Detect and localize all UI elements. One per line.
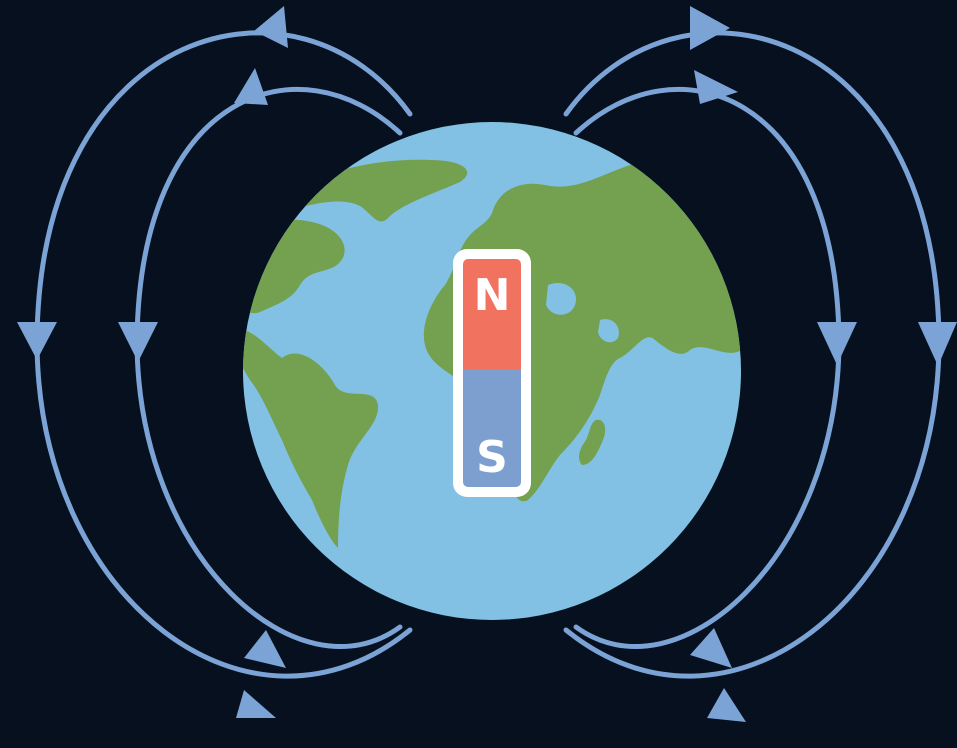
earth-ocean-gaps [546,282,619,343]
magnet-north-half [463,259,521,370]
magnet-north-label: N [474,270,511,321]
continent-madagascar [579,419,606,465]
arrow-icon [118,322,158,362]
continent-south-america [243,329,379,548]
arrow-icon [234,68,268,105]
arrow-icon [690,628,732,668]
arrow-icon [817,322,857,365]
arrow-icon [236,690,276,718]
magnet-south-half [463,370,521,487]
arrow-icon [254,6,288,48]
magnet-south-fill-top [463,370,521,390]
arrow-icon [690,6,730,50]
field-line-arrows [17,6,957,722]
bar-magnet: N S [453,249,531,497]
magnet-north-fill-bottom [463,350,521,370]
arrow-icon [707,688,746,722]
arrow-icon [694,70,738,104]
arrow-icon [918,322,957,366]
arrow-icon [244,630,286,668]
arrow-icon [17,322,57,360]
magnet-south-label: S [476,432,508,483]
